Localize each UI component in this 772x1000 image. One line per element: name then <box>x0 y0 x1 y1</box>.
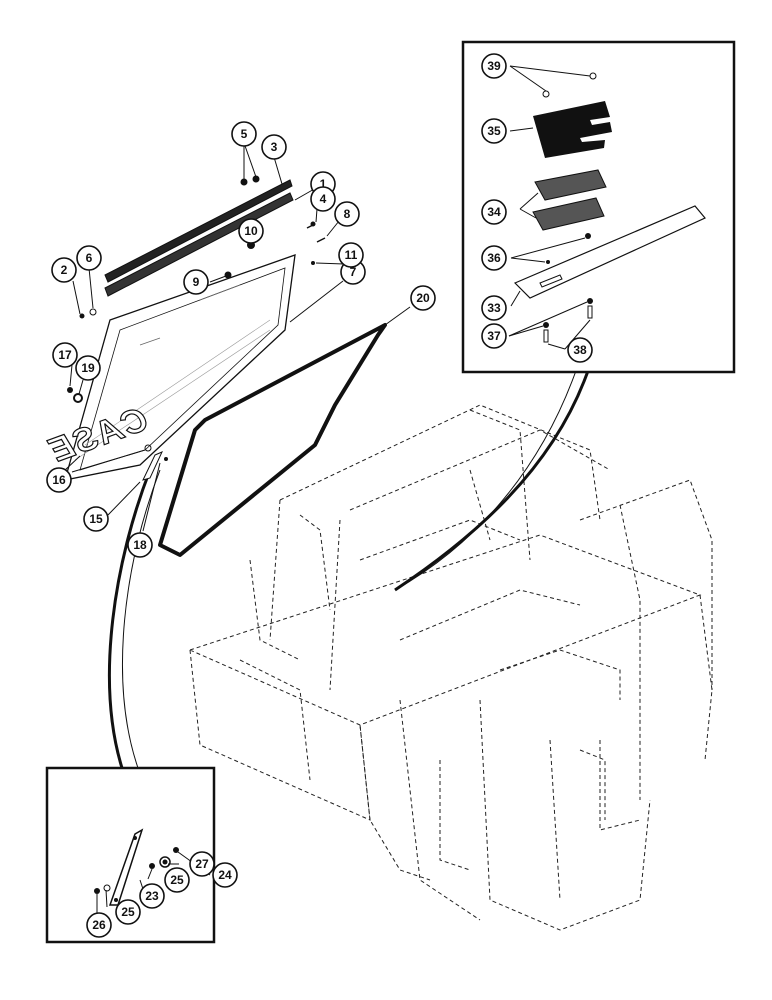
inset-connector-top <box>394 364 592 592</box>
svg-text:17: 17 <box>58 348 72 362</box>
svg-text:1: 1 <box>320 177 327 191</box>
svg-text:15: 15 <box>89 512 103 526</box>
inset-connector-bottom <box>107 469 161 769</box>
svg-text:38: 38 <box>573 343 587 357</box>
callout-23: 23 <box>139 883 165 909</box>
window-rail-3 <box>104 179 294 297</box>
svg-text:7: 7 <box>350 265 357 279</box>
callout-36: 36 <box>481 245 507 271</box>
callout-24: 24 <box>212 862 238 888</box>
svg-text:16: 16 <box>52 473 66 487</box>
svg-text:20: 20 <box>416 291 430 305</box>
svg-text:37: 37 <box>487 329 501 343</box>
callout-8: 8 <box>334 201 360 227</box>
callout-34: 34 <box>481 199 507 225</box>
svg-text:36: 36 <box>487 251 501 265</box>
svg-text:18: 18 <box>133 538 147 552</box>
callout-10: 10 <box>238 218 264 244</box>
plate-33 <box>513 205 706 299</box>
cab-outline <box>188 404 713 931</box>
callout-19: 19 <box>75 355 101 381</box>
callout-39: 39 <box>481 53 507 79</box>
svg-text:33: 33 <box>487 301 501 315</box>
svg-text:39: 39 <box>487 59 501 73</box>
callout-20: 20 <box>410 285 436 311</box>
svg-text:5: 5 <box>241 127 248 141</box>
callout-27: 27 <box>189 851 215 877</box>
callout-25-left: 25 <box>115 899 141 925</box>
svg-text:35: 35 <box>487 124 501 138</box>
callout-15: 15 <box>83 506 109 532</box>
svg-text:24: 24 <box>218 868 232 882</box>
svg-text:11: 11 <box>345 248 358 262</box>
shim-35 <box>533 101 612 158</box>
svg-text:23: 23 <box>145 889 159 903</box>
svg-text:10: 10 <box>244 224 258 238</box>
callout-2: 2 <box>51 257 77 283</box>
callout-38: 38 <box>567 337 593 363</box>
pad-34-upper <box>534 169 607 201</box>
window-glass: CASE <box>43 254 296 481</box>
callout-35: 35 <box>481 118 507 144</box>
svg-text:4: 4 <box>320 192 327 206</box>
svg-text:6: 6 <box>86 251 93 265</box>
callout-18: 18 <box>127 532 153 558</box>
svg-text:25: 25 <box>121 905 135 919</box>
callout-16: 16 <box>46 467 72 493</box>
inset-bottom-left <box>45 766 216 944</box>
callout-26: 26 <box>86 912 112 938</box>
callout-9: 9 <box>183 269 209 295</box>
svg-text:2: 2 <box>61 263 68 277</box>
weather-seal-20 <box>158 323 387 557</box>
callout-33: 33 <box>481 295 507 321</box>
callout-11: 11 <box>338 242 364 268</box>
svg-text:8: 8 <box>344 207 351 221</box>
callout-37: 37 <box>481 323 507 349</box>
callout-3: 3 <box>261 134 287 160</box>
inset-top-right <box>461 40 736 374</box>
svg-text:26: 26 <box>92 918 106 932</box>
hardware-small <box>67 175 326 481</box>
pad-34-lower <box>532 197 605 231</box>
svg-text:34: 34 <box>487 205 501 219</box>
callout-6: 6 <box>76 245 102 271</box>
callout-5: 5 <box>231 121 257 147</box>
svg-text:3: 3 <box>271 140 278 154</box>
svg-text:19: 19 <box>81 361 95 375</box>
svg-text:9: 9 <box>193 275 200 289</box>
callout-25-right: 25 <box>164 867 190 893</box>
svg-text:25: 25 <box>170 873 184 887</box>
callout-17: 17 <box>52 342 78 368</box>
svg-text:27: 27 <box>195 857 209 871</box>
callout-4: 4 <box>310 186 336 212</box>
